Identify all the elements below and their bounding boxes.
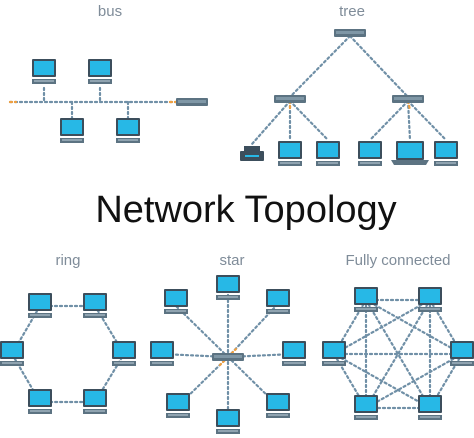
monitor-icon: [354, 395, 378, 420]
hub-icon: [212, 353, 244, 361]
monitor-icon: [278, 141, 302, 166]
tree-topology: [240, 29, 458, 166]
monitor-icon: [83, 293, 107, 318]
hub-icon: [176, 98, 208, 106]
monitor-icon: [164, 289, 188, 314]
printer-icon: [240, 146, 264, 161]
laptop-icon: [391, 141, 429, 165]
monitor-icon: [216, 275, 240, 300]
ring-label: ring: [55, 252, 80, 269]
monitor-icon: [418, 395, 442, 420]
monitor-icon: [266, 289, 290, 314]
monitor-icon: [282, 341, 306, 366]
hub-icon: [274, 95, 306, 103]
monitor-icon: [112, 341, 136, 366]
monitor-icon: [166, 393, 190, 418]
monitor-icon: [88, 59, 112, 84]
ring-topology: [0, 293, 136, 414]
page-title: Network Topology: [95, 189, 396, 231]
monitor-icon: [358, 141, 382, 166]
star-topology: [150, 275, 306, 434]
bus-label: bus: [98, 3, 122, 20]
monitor-icon: [150, 341, 174, 366]
monitor-icon: [0, 341, 24, 366]
hub-icon: [392, 95, 424, 103]
monitor-icon: [322, 341, 346, 366]
fully-connected-topology: [322, 287, 474, 420]
monitor-icon: [28, 389, 52, 414]
mesh-link: [332, 298, 432, 356]
monitor-icon: [434, 141, 458, 166]
monitor-icon: [116, 118, 140, 143]
mesh-link: [332, 352, 432, 410]
monitor-icon: [316, 141, 340, 166]
bus-topology: [8, 59, 208, 143]
monitor-icon: [450, 341, 474, 366]
monitor-icon: [418, 287, 442, 312]
monitor-icon: [60, 118, 84, 143]
fully-connected-label: Fully connected: [345, 252, 450, 269]
tree-label: tree: [339, 3, 365, 20]
monitor-icon: [28, 293, 52, 318]
monitor-icon: [32, 59, 56, 84]
monitor-icon: [83, 389, 107, 414]
star-label: star: [219, 252, 244, 269]
hub-icon: [334, 29, 366, 37]
monitor-icon: [266, 393, 290, 418]
mesh-link: [364, 352, 464, 410]
monitor-icon: [354, 287, 378, 312]
monitor-icon: [216, 409, 240, 434]
